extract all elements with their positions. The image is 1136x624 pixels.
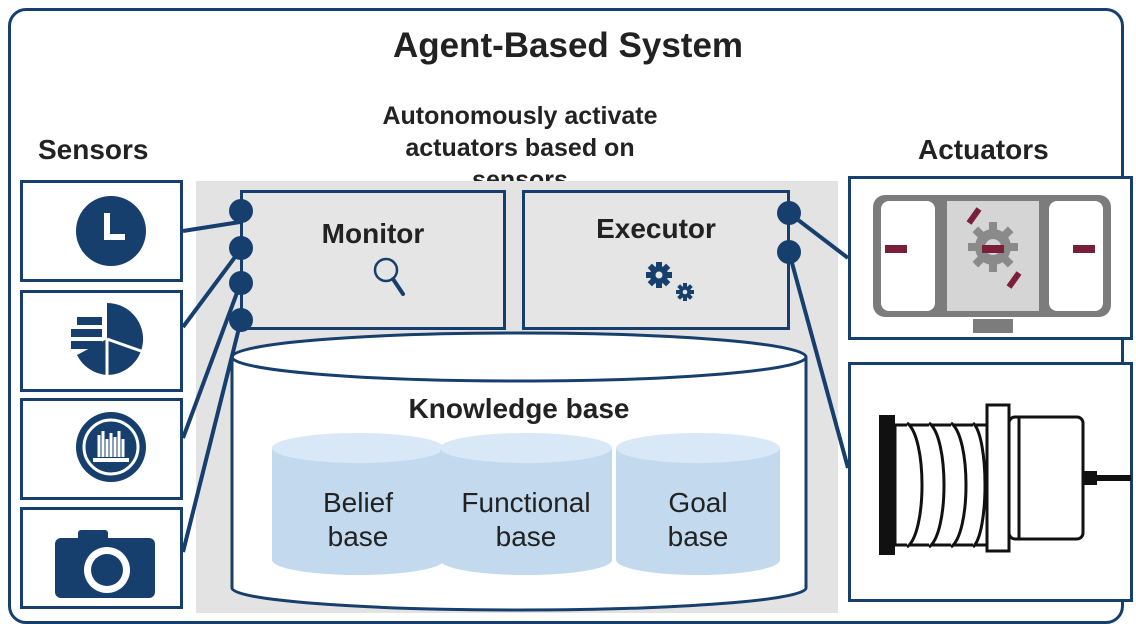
sensor-meter [20, 398, 183, 500]
motor-screw-icon [879, 403, 1131, 555]
knowledge-base-label: Knowledge base [408, 393, 630, 424]
functional-base-line-2: base [495, 521, 557, 552]
belief-base-label: Belief base [272, 486, 444, 554]
executor-box: Executor [522, 190, 790, 330]
connector-meter-monitor [181, 281, 243, 439]
functional-base-line-1: Functional [461, 487, 591, 518]
actuator-motor-screw [848, 362, 1133, 602]
goal-base-cylinder [616, 433, 780, 575]
monitor-port-2 [229, 236, 253, 260]
sensors-label: Sensors [38, 134, 149, 165]
actuators-label: Actuators [918, 134, 1049, 165]
magnifier-icon [373, 257, 405, 296]
gears-icon [646, 262, 694, 301]
belief-base-line-2: base [327, 521, 389, 552]
sensor-pie-chart [20, 290, 183, 392]
connector-clock-monitor [182, 220, 241, 233]
diagram-title: Agent-Based System [392, 26, 744, 65]
goal-base-label: Goal base [616, 486, 780, 554]
subtitle-line-1: Autonomously activate [382, 102, 658, 130]
goal-base-line-1: Goal [668, 487, 728, 518]
gear-mechanism-icon [873, 195, 1111, 333]
functional-base-label: Functional base [440, 486, 612, 554]
meter-icon [76, 412, 146, 482]
clock-icon [76, 196, 146, 266]
executor-label: Executor [596, 213, 716, 244]
goal-base-line-2: base [667, 521, 729, 552]
camera-icon [55, 530, 155, 598]
monitor-port-1 [229, 199, 253, 223]
executor-port-2 [777, 240, 801, 264]
sensor-clock [20, 180, 183, 282]
belief-base-line-1: Belief [322, 487, 394, 518]
sensor-camera [20, 507, 183, 609]
actuator-gear-mechanism [848, 176, 1133, 340]
belief-base-cylinder [272, 433, 444, 575]
pie-chart-icon [71, 302, 144, 376]
connector-executor-motor [787, 251, 850, 469]
connector-executor-gear [787, 211, 850, 260]
connector-pie-monitor [181, 247, 243, 329]
monitor-label: Monitor [321, 218, 425, 249]
connector-camera-monitor [181, 319, 243, 553]
functional-base-cylinder [440, 433, 612, 575]
monitor-port-4 [229, 308, 253, 332]
monitor-port-3 [229, 271, 253, 295]
executor-port-1 [777, 201, 801, 225]
monitor-box: Monitor [240, 190, 506, 330]
